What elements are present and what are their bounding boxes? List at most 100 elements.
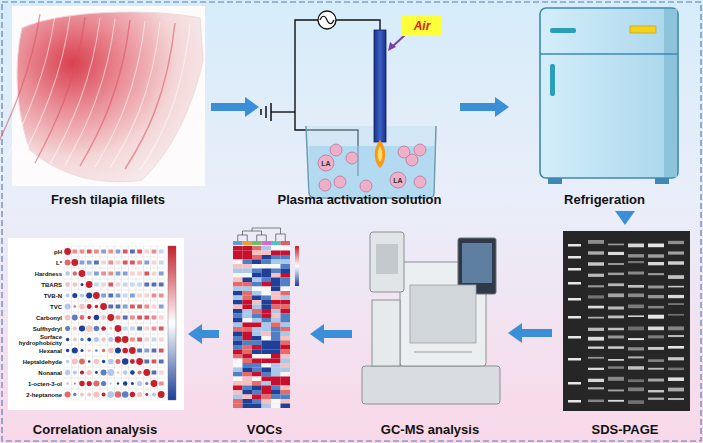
corr-circle bbox=[66, 382, 69, 385]
corr-value bbox=[159, 250, 164, 254]
corr-circle bbox=[81, 283, 84, 286]
grid-cell bbox=[158, 257, 165, 268]
heat-cell bbox=[233, 363, 243, 368]
corr-value bbox=[137, 294, 142, 298]
grid-cell bbox=[86, 356, 93, 367]
gel-band bbox=[628, 261, 644, 263]
arrow-shaft bbox=[520, 329, 552, 337]
corr-value bbox=[123, 305, 128, 309]
corr-circle bbox=[65, 282, 70, 287]
fillet-stripe bbox=[125, 23, 175, 169]
grid-cell bbox=[86, 323, 93, 334]
heat-cell bbox=[281, 332, 291, 337]
gel-band bbox=[608, 328, 624, 330]
heat-cell bbox=[252, 260, 262, 265]
corr-value bbox=[123, 294, 128, 298]
gel-band bbox=[648, 390, 664, 392]
heat-cell bbox=[281, 399, 291, 404]
gel-band bbox=[648, 359, 664, 362]
gel-band bbox=[648, 254, 664, 257]
grid-cell bbox=[100, 257, 107, 268]
grid-cell bbox=[100, 389, 107, 400]
gel-band bbox=[568, 244, 581, 247]
grid-cell bbox=[64, 345, 71, 356]
gel-band bbox=[628, 347, 644, 350]
heat-cell bbox=[252, 318, 262, 323]
corr-circle bbox=[80, 349, 83, 352]
corr-value bbox=[87, 250, 92, 254]
heat-cell bbox=[233, 278, 243, 283]
gel-band bbox=[648, 262, 664, 265]
grid-cell bbox=[158, 334, 165, 345]
grid-cell bbox=[64, 246, 71, 257]
corr-value bbox=[144, 250, 149, 254]
corr-value bbox=[137, 316, 142, 320]
gel-band bbox=[568, 268, 581, 271]
gel-band bbox=[668, 357, 684, 360]
gel-band bbox=[588, 328, 604, 331]
corr-circle bbox=[74, 305, 77, 308]
gel-band bbox=[648, 335, 664, 338]
grid-cell bbox=[107, 323, 114, 334]
heat-cell bbox=[281, 345, 291, 350]
corr-circle bbox=[95, 371, 98, 374]
flow-arrow bbox=[188, 324, 219, 344]
corr-value bbox=[144, 283, 149, 287]
grid-cell bbox=[158, 378, 165, 389]
heat-cell bbox=[271, 368, 281, 373]
corr-value bbox=[130, 261, 135, 265]
particle bbox=[330, 144, 342, 156]
heat-cell bbox=[281, 368, 291, 373]
air-arrow-head bbox=[388, 42, 396, 51]
gel bbox=[563, 231, 690, 411]
corr-value bbox=[108, 283, 113, 287]
gel-band bbox=[588, 346, 604, 348]
corr-value bbox=[152, 327, 157, 331]
corr-circle bbox=[122, 391, 129, 398]
corr-circle bbox=[101, 369, 107, 375]
heat-cell bbox=[271, 404, 281, 409]
corr-value bbox=[94, 272, 99, 276]
gel-band bbox=[668, 346, 684, 349]
grid-cell bbox=[64, 268, 71, 279]
corr-value bbox=[152, 360, 157, 364]
grid-cell bbox=[129, 279, 136, 290]
grid-cell bbox=[158, 246, 165, 257]
gel-band bbox=[588, 368, 604, 370]
heat-cell bbox=[243, 350, 253, 355]
label-box: Air bbox=[402, 16, 442, 36]
corr-circle bbox=[110, 383, 112, 385]
fillet-stripes bbox=[0, 14, 190, 170]
grid-cell bbox=[114, 345, 121, 356]
corr-circle bbox=[73, 271, 77, 275]
grid-cell bbox=[107, 290, 114, 301]
heat-cell bbox=[262, 269, 272, 274]
grid-cell bbox=[100, 290, 107, 301]
corr-value bbox=[130, 338, 135, 342]
grid-cell bbox=[150, 290, 157, 301]
grid-cell bbox=[158, 389, 165, 400]
heat-cell bbox=[252, 291, 262, 296]
gel-band bbox=[648, 273, 664, 275]
corr-circle bbox=[79, 304, 85, 310]
gel-band bbox=[628, 293, 644, 297]
arrow-shaft bbox=[211, 103, 247, 111]
corr-value bbox=[108, 294, 113, 298]
grid-cell bbox=[129, 334, 136, 345]
heat-cell bbox=[233, 386, 243, 391]
corr-circle bbox=[87, 393, 91, 397]
grid-cell bbox=[158, 290, 165, 301]
heat-cell bbox=[262, 251, 272, 256]
grid-cell bbox=[71, 290, 78, 301]
corr-value bbox=[159, 261, 164, 265]
gel-band bbox=[628, 244, 644, 248]
stage-panel: Plasma activation solutionAir bbox=[262, 6, 457, 208]
gel-band bbox=[628, 400, 644, 404]
wire bbox=[271, 111, 295, 112]
corr-value bbox=[152, 371, 157, 375]
gel-band bbox=[568, 358, 581, 361]
correlation-matrix bbox=[64, 246, 165, 400]
grid-cell bbox=[93, 246, 100, 257]
heat-cell bbox=[233, 372, 243, 377]
corr-value bbox=[101, 250, 106, 254]
